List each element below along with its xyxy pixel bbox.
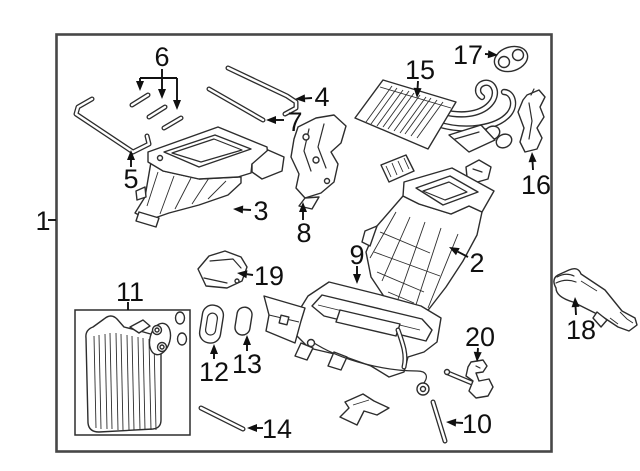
callout-7-number: 7 bbox=[287, 107, 302, 137]
part-8-drawing bbox=[290, 114, 347, 210]
part-14-drawing bbox=[198, 405, 246, 432]
callout-11-number: 11 bbox=[116, 277, 144, 307]
part-10-drawing bbox=[430, 399, 448, 444]
callout-17-arrowhead bbox=[487, 50, 498, 59]
callout-19-arrowhead bbox=[237, 270, 248, 279]
callout-15-number: 15 bbox=[405, 55, 435, 85]
callout-16: 16 bbox=[521, 152, 551, 200]
callout-3-arrowhead bbox=[233, 205, 244, 214]
callout-14-number: 14 bbox=[262, 414, 292, 444]
callout-2-arrow-line bbox=[457, 250, 469, 258]
callout-20: 20 bbox=[465, 322, 495, 362]
callout-4-number: 4 bbox=[314, 82, 329, 112]
callout-3-number: 3 bbox=[253, 196, 268, 226]
callout-13-arrowhead bbox=[243, 335, 251, 345]
assembly-boundary-box bbox=[55, 33, 553, 453]
part-15-drawing bbox=[354, 79, 517, 150]
callout-13-number: 13 bbox=[232, 349, 262, 379]
callout-12-number: 12 bbox=[199, 357, 229, 387]
part-19-drawing bbox=[197, 250, 248, 289]
callout-18: 18 bbox=[566, 297, 596, 345]
callout-7-arrowhead bbox=[266, 116, 276, 124]
callout-17: 17 bbox=[453, 40, 498, 70]
part-11-drawing bbox=[74, 309, 191, 436]
callout-9-number: 9 bbox=[349, 240, 364, 270]
callout-5-number: 5 bbox=[123, 164, 138, 194]
callout-8-arrowhead bbox=[299, 202, 307, 212]
callout-19-arrow-line bbox=[246, 273, 254, 276]
callout-18-arrowhead bbox=[571, 297, 580, 308]
part-12-drawing bbox=[198, 304, 225, 344]
callout-5: 5 bbox=[123, 150, 139, 194]
callout-3: 3 bbox=[233, 196, 269, 226]
callout-1-number: 1 bbox=[35, 206, 50, 236]
part-11-box bbox=[74, 309, 191, 436]
callout-2-arrowhead bbox=[449, 247, 460, 256]
part-3-drawing bbox=[134, 126, 285, 228]
callout-10-number: 10 bbox=[462, 409, 492, 439]
callout-12: 12 bbox=[199, 344, 229, 387]
callout-14-arrowhead bbox=[247, 424, 257, 432]
callout-19: 19 bbox=[237, 261, 284, 291]
part-6-drawing bbox=[129, 92, 184, 131]
callout-2: 2 bbox=[449, 247, 485, 278]
callout-8-number: 8 bbox=[296, 218, 311, 248]
callout-10: 10 bbox=[446, 409, 492, 439]
callout-18-number: 18 bbox=[566, 315, 596, 345]
callout-2-number: 2 bbox=[469, 248, 484, 278]
callout-6: 6 bbox=[136, 42, 181, 110]
callout-20-arrowhead bbox=[473, 351, 482, 362]
callout-9: 9 bbox=[349, 240, 365, 284]
callout-15: 15 bbox=[405, 55, 435, 98]
callout-5-arrowhead bbox=[127, 150, 135, 160]
callout-17-number: 17 bbox=[453, 40, 483, 70]
callout-16-number: 16 bbox=[521, 170, 551, 200]
part-20-drawing bbox=[443, 359, 494, 399]
callout-12-arrowhead bbox=[210, 344, 218, 354]
callout-14: 14 bbox=[247, 414, 292, 444]
part-drawings bbox=[73, 45, 638, 444]
callout-6-number: 6 bbox=[154, 42, 169, 72]
callout-9-arrowhead bbox=[353, 274, 361, 284]
callout-4-arrowhead bbox=[295, 94, 306, 103]
callout-6-arrowhead bbox=[136, 81, 144, 91]
part-7-drawing bbox=[206, 86, 266, 123]
insulator-pad-drawing bbox=[263, 295, 306, 344]
part-17-drawing bbox=[493, 45, 529, 73]
callout-19-number: 19 bbox=[254, 261, 284, 291]
part-9-drawing bbox=[294, 281, 442, 426]
part-5-drawing bbox=[73, 96, 152, 155]
part-13-drawing bbox=[234, 306, 253, 336]
part-16-drawing bbox=[465, 88, 546, 184]
callout-6-arrowhead bbox=[173, 100, 181, 110]
callout-16-arrowhead bbox=[528, 152, 537, 163]
part-2-drawing bbox=[361, 124, 496, 335]
callout-10-arrowhead bbox=[446, 418, 457, 427]
callout-20-number: 20 bbox=[465, 322, 495, 352]
part-4-drawing bbox=[225, 65, 299, 117]
callout-6-arrowhead bbox=[158, 89, 166, 99]
callout-1: 1 bbox=[35, 206, 56, 236]
callout-4: 4 bbox=[295, 82, 330, 112]
callout-11: 11 bbox=[116, 277, 144, 310]
callout-7: 7 bbox=[266, 107, 303, 137]
callout-13: 13 bbox=[232, 335, 262, 379]
part-18-drawing bbox=[553, 267, 638, 332]
callout-15-arrowhead bbox=[413, 87, 422, 98]
callout-8: 8 bbox=[296, 202, 312, 248]
